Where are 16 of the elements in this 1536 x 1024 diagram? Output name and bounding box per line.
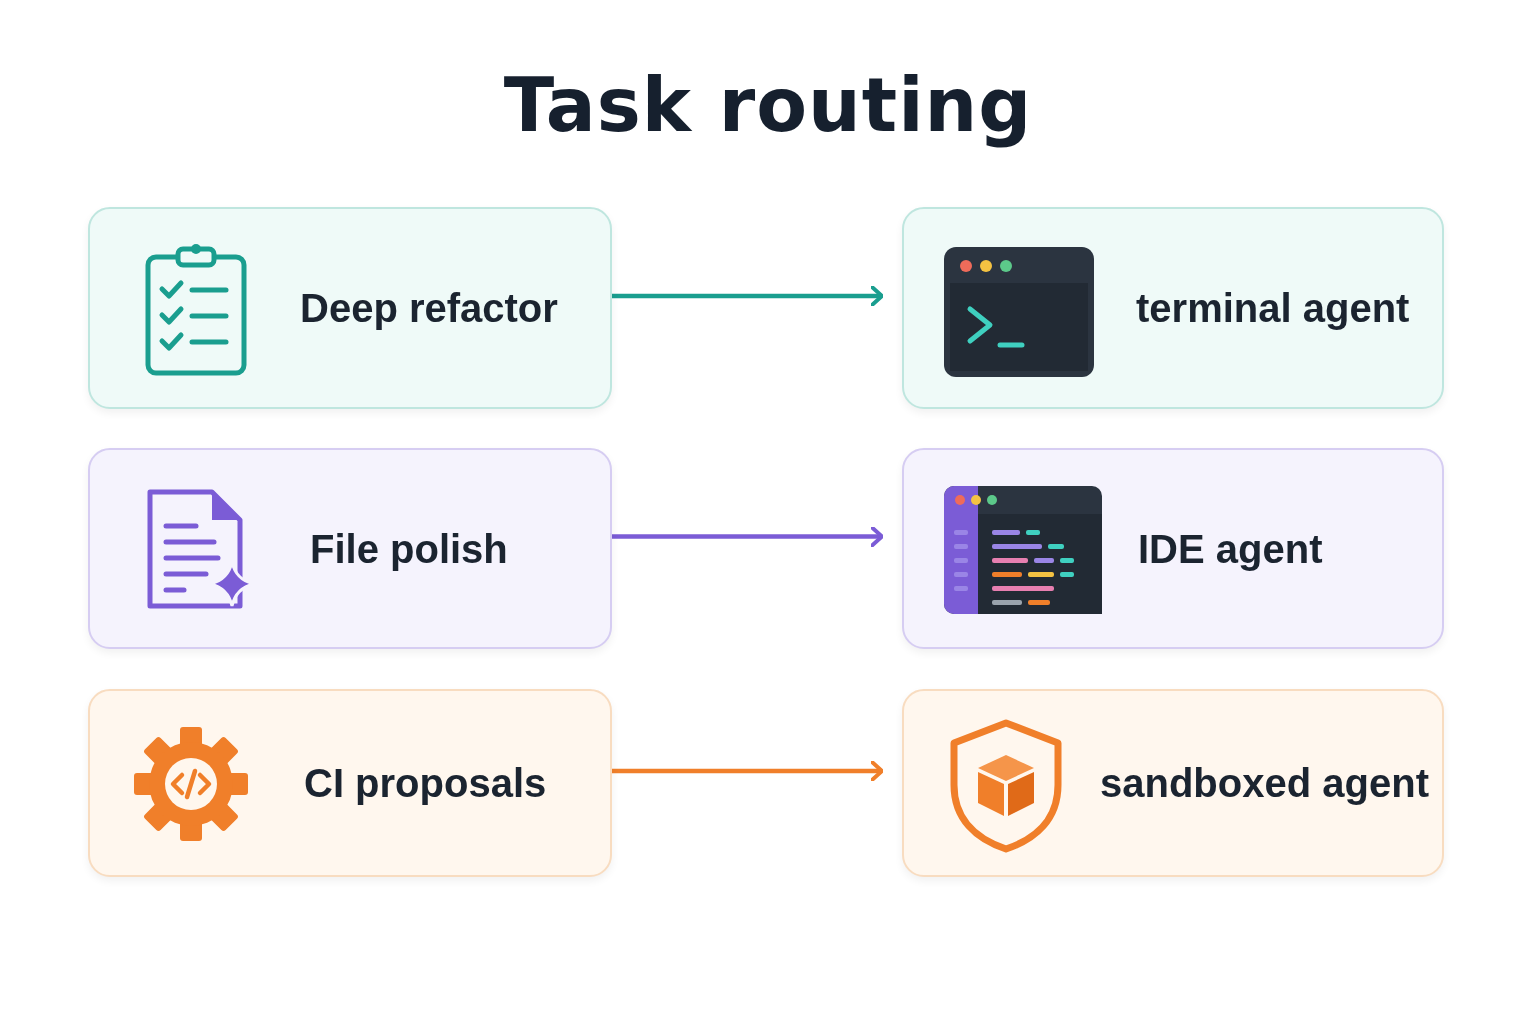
arrow (612, 760, 884, 782)
task-box (88, 448, 612, 649)
task-box (902, 207, 1444, 409)
task-box (902, 689, 1444, 877)
diagram-title: Task routing (502, 62, 1034, 148)
node-label: sandboxed agent (1100, 760, 1429, 806)
node-label: terminal agent (1136, 285, 1410, 331)
arrow (612, 285, 884, 307)
node-label: IDE agent (1138, 526, 1323, 571)
node-label: CI proposals (304, 760, 547, 806)
task-box (88, 207, 612, 409)
node-label: File polish (310, 526, 508, 571)
task-box (902, 448, 1444, 649)
task-box (88, 689, 612, 877)
node-label: Deep refactor (300, 285, 558, 331)
arrow (612, 525, 884, 548)
